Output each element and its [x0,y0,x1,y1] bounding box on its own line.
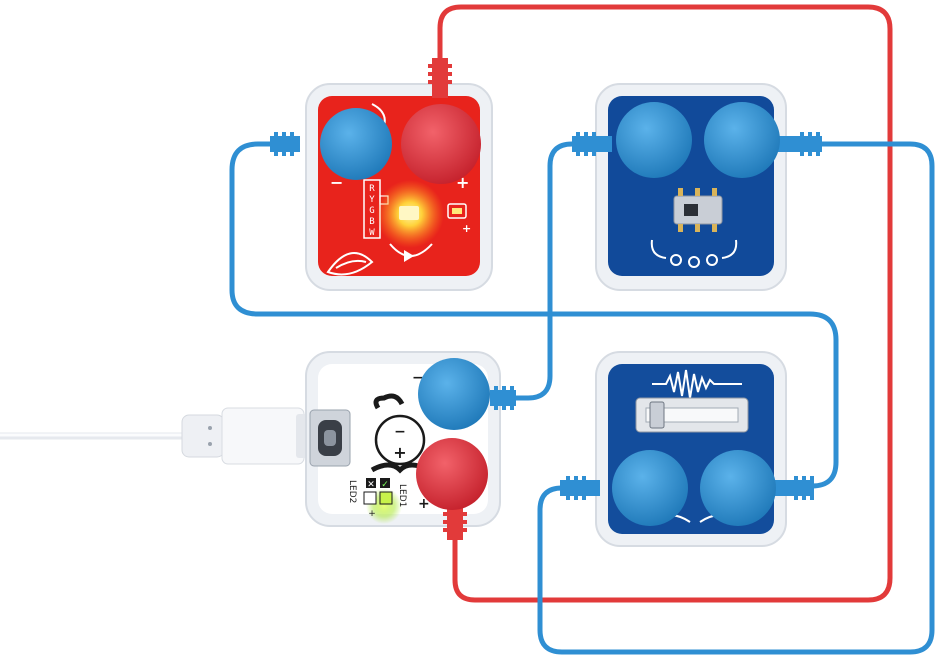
battery-red-connector[interactable] [416,438,488,540]
color-label-w: W [369,228,375,238]
led-indicator-group: ✕ ✓ + LED1 LED2 [347,478,407,524]
led-plus-mark: + [368,509,376,519]
face-doodle-icon [650,239,738,268]
red-wire[interactable] [437,4,893,603]
color-label-g: G [369,206,374,216]
led-left-connector[interactable] [270,108,392,180]
switch-left-connector[interactable] [572,102,692,178]
usb-plug-icon [181,407,314,465]
battery-side-plus: + [418,496,430,512]
battery-face-plus: + [393,443,406,462]
switch-right-connector[interactable] [704,102,822,178]
slide-potentiometer-icon[interactable] [635,397,749,433]
slide-switch-icon[interactable] [673,188,723,232]
usb-c-port-icon [309,409,351,467]
led-top-connector[interactable] [401,58,481,184]
blue-wire-1[interactable] [229,141,839,489]
slider-module[interactable] [560,351,814,547]
blue-wire-2[interactable] [507,141,581,401]
color-label-r: R [369,184,375,194]
wires [229,4,935,655]
led-glow-icon [376,180,444,248]
battery-face-minus: − [394,424,406,440]
led2-label: LED2 [347,480,357,503]
led1-mark: ✓ [381,480,389,490]
led2-mark: ✕ [367,480,375,490]
battery-blue-connector[interactable] [418,358,516,430]
battery-side-minus: − [412,370,424,386]
slider-right-connector[interactable] [700,450,814,526]
led-plus-label-small: + [462,222,471,235]
battery-module[interactable]: − + − + ✕ ✓ + LED1 LED2 [305,351,516,540]
color-label-b: B [369,217,374,227]
color-label-y: Y [369,195,375,205]
usb-cable[interactable] [0,407,314,465]
led-module[interactable]: R Y G B W − + + + [270,58,493,291]
led1-label: LED1 [397,484,407,507]
led-symbol-icon [389,203,467,262]
slider-left-connector[interactable] [560,450,688,526]
led-minus-label: − [330,173,343,192]
switch-module[interactable] [572,83,822,291]
blue-wire-3[interactable] [537,141,935,655]
